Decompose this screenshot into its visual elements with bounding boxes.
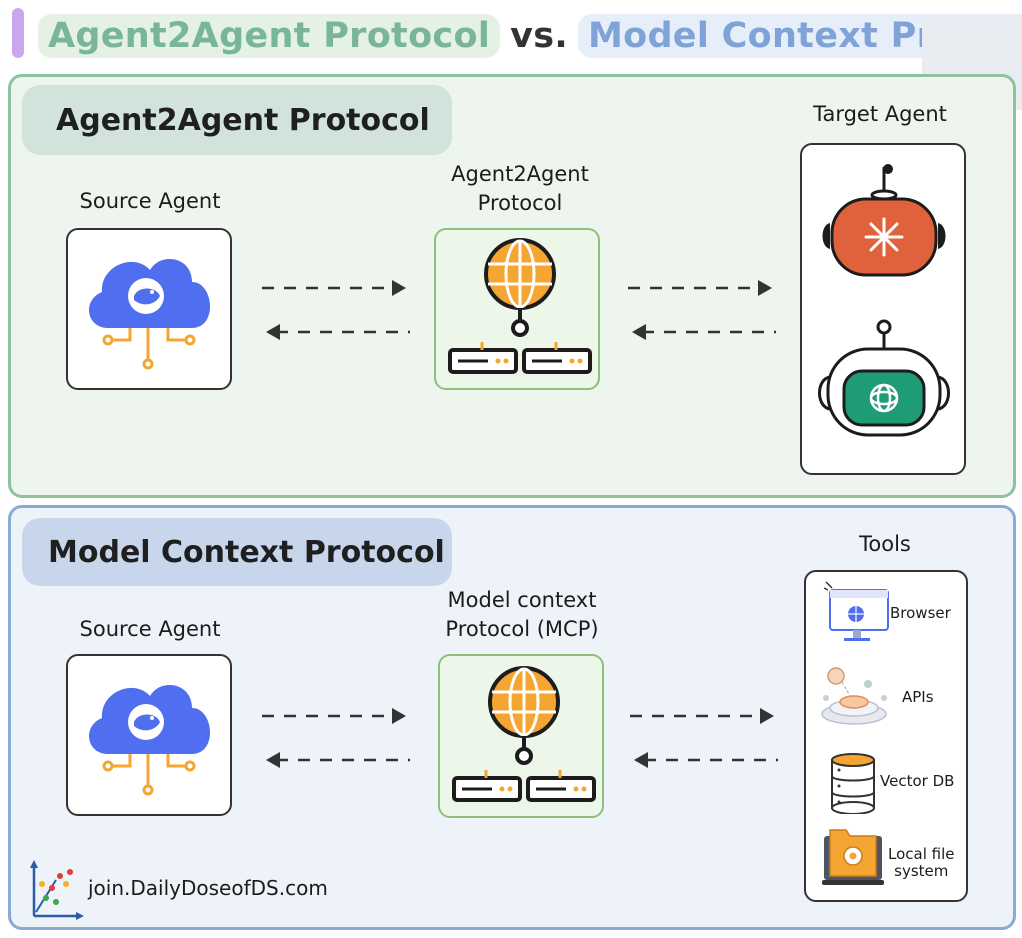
mcp-section-heading: Model Context Protocol (22, 518, 452, 586)
a2a-source-agent-label: Source Agent (79, 189, 221, 213)
browser-icon (823, 581, 889, 641)
mcp-source-agent-box (66, 654, 232, 816)
api-icon (821, 667, 887, 725)
mcp-protocol-box (438, 654, 604, 818)
footer-website-link[interactable]: join.DailyDoseofDS.com (88, 876, 328, 900)
page-title: Agent2Agent Protocol vs. Model Context P… (38, 8, 1022, 64)
globe-server-icon (452, 666, 596, 802)
folder-icon (822, 829, 884, 885)
tool-vector-db-label: Vector DB (880, 772, 955, 790)
mcp-source-agent-label: Source Agent (79, 617, 221, 641)
a2a-protocol-box (434, 228, 600, 390)
mcp-left-arrows (262, 708, 410, 768)
a2a-source-agent-box (66, 228, 232, 390)
globe-server-icon (448, 238, 592, 374)
mcp-tools-box: Browser APIs Vector DB Local file system (804, 570, 968, 902)
dailydoseofds-logo-icon (30, 860, 84, 920)
title-accent-bar (12, 8, 24, 58)
database-icon (831, 753, 875, 814)
tool-local-file-system-label: Local file system (888, 845, 955, 880)
claude-robot-icon (822, 164, 946, 277)
mcp-right-arrows (630, 708, 778, 768)
a2a-section-heading: Agent2Agent Protocol (22, 85, 452, 155)
a2a-target-agent-label: Target Agent (813, 102, 947, 126)
tool-browser-label: Browser (890, 604, 951, 622)
mcp-protocol-label: Model context Protocol (MCP) (445, 588, 599, 641)
title-vs: vs. (510, 16, 568, 56)
a2a-right-arrows (628, 280, 776, 340)
cloud-agent-icon (89, 258, 211, 370)
mcp-tools-label: Tools (859, 532, 911, 556)
cloud-agent-icon (89, 684, 211, 796)
a2a-protocol-label: Agent2Agent Protocol (451, 162, 589, 215)
openai-robot-icon (818, 319, 950, 437)
a2a-target-agents-box (800, 143, 966, 475)
title-a2a: Agent2Agent Protocol (38, 14, 501, 58)
tool-apis-label: APIs (902, 688, 934, 706)
a2a-left-arrows (262, 280, 410, 340)
